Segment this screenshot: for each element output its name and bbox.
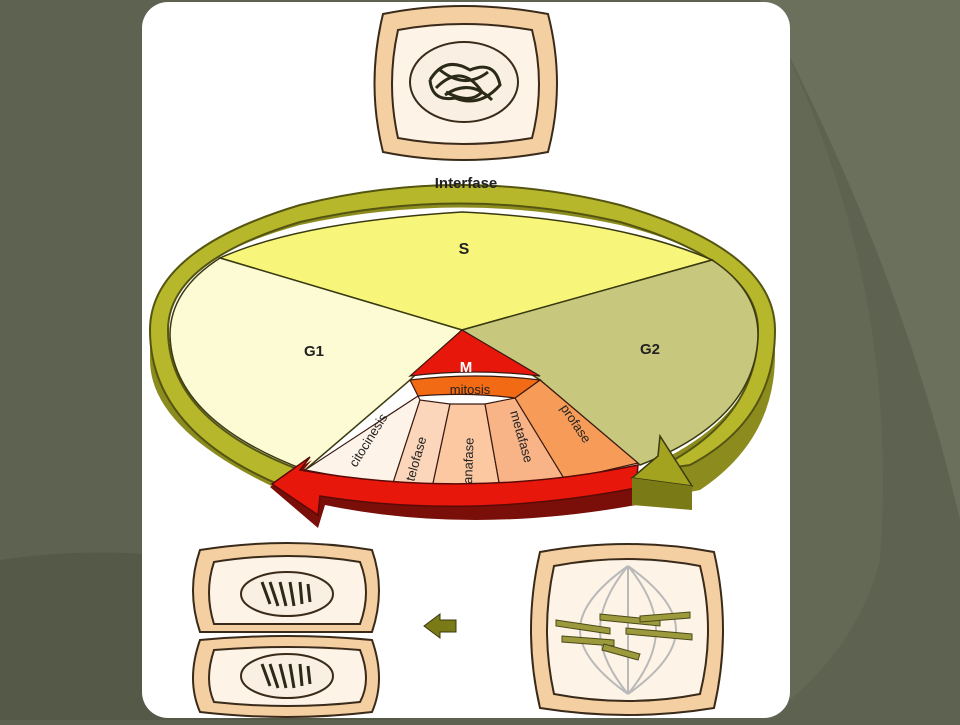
cell-daughters	[192, 542, 380, 718]
ring-label: Interfase	[435, 175, 498, 192]
mitosis-band	[409, 375, 542, 399]
phase-m	[408, 329, 541, 377]
phase-g1	[169, 257, 464, 471]
subphase-anafase-label: anafase	[460, 437, 477, 484]
chromosomes	[555, 611, 693, 661]
cell-spindle	[530, 543, 724, 716]
transition-arrow	[423, 613, 457, 639]
mitosis-subphases	[303, 379, 640, 489]
phase-g2	[460, 259, 759, 466]
phase-g1-label: G1	[304, 343, 324, 360]
interphase-arrowhead-side	[632, 478, 692, 510]
phase-g2-label: G2	[640, 341, 660, 358]
chromatin	[428, 62, 502, 103]
mitosis-label: mitosis	[450, 382, 491, 397]
cell-interphase	[373, 5, 558, 161]
phase-s-label: S	[459, 241, 470, 258]
mitosis-arrow-top	[270, 456, 639, 517]
ring-side	[150, 192, 775, 502]
phase-s	[217, 211, 715, 331]
phase-m-label: M	[460, 359, 473, 376]
